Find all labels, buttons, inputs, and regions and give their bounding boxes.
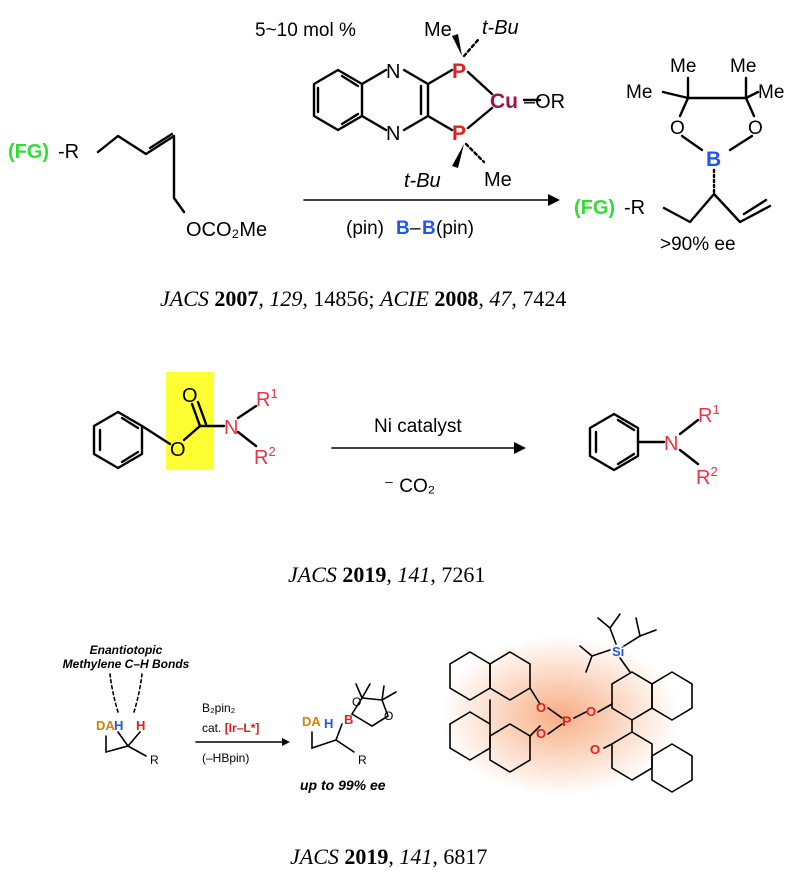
chiral-silyl-phosphite-ligand: O O P O O Si <box>440 613 693 796</box>
svg-text:O: O <box>352 695 361 709</box>
alkoxide-label: –OR <box>524 91 565 113</box>
svg-text:R: R <box>150 753 159 767</box>
aryl-amine-product: N R1 R2 <box>588 402 720 489</box>
svg-text:B: B <box>422 218 436 239</box>
svg-text:N: N <box>224 417 238 439</box>
svg-text:O: O <box>170 439 186 461</box>
svg-text:H: H <box>136 718 145 733</box>
svg-text:R1: R1 <box>256 386 278 411</box>
diboron-reagent: (pin) B – B (pin) <box>346 218 474 239</box>
reaction-arrow-1 <box>303 194 560 206</box>
svg-text:Me: Me <box>758 82 784 103</box>
methyl-label: Me <box>424 19 452 41</box>
hbpin-byproduct: (–HBpin) <box>202 751 249 765</box>
catalyst-loading: 5~10 mol % <box>255 20 356 41</box>
methylene-header: Methylene C–H Bonds <box>63 657 190 671</box>
svg-text:Me: Me <box>730 56 756 77</box>
svg-text:H: H <box>324 716 333 731</box>
enantiomeric-excess-label: up to 99% ee <box>300 777 386 793</box>
nitrogen-label: N <box>386 61 400 83</box>
svg-text:O: O <box>586 704 596 719</box>
phosphorus-label: P <box>452 60 466 83</box>
tert-butyl-label: t-Bu <box>404 170 441 192</box>
tert-butyl-label: t-Bu <box>482 17 519 39</box>
svg-text:P: P <box>562 713 571 729</box>
copper-catalyst-structure: N N P P Cu –OR Me t-Bu t-Bu Me <box>312 17 565 192</box>
svg-text:O: O <box>384 709 393 723</box>
svg-text:O: O <box>536 700 546 715</box>
svg-text:DA: DA <box>96 718 115 733</box>
methylene-substrate: DA H H R <box>96 718 159 767</box>
copper-label: Cu <box>490 90 518 113</box>
svg-text:O: O <box>182 385 198 407</box>
svg-text:B: B <box>706 148 721 171</box>
svg-text:R: R <box>358 753 367 767</box>
svg-text:O: O <box>590 742 600 757</box>
citation-line-3: JACS 2019, 141, 6817 <box>290 844 487 869</box>
svg-text:H: H <box>114 718 123 733</box>
svg-text:N: N <box>664 433 678 455</box>
r-group-label: -R <box>58 141 79 163</box>
svg-text:Me: Me <box>670 56 696 77</box>
citation-line-1: JACS 2007, 129, 14856; ACIE 2008, 47, 74… <box>160 286 566 311</box>
iridium-catalyst-label: cat. [Ir–L*] <box>202 721 259 735</box>
methyl-label: Me <box>484 169 512 191</box>
allylic-carbonate-substrate: (FG) -R OCO₂Me <box>8 132 267 241</box>
scheme-3-ch-borylation: Enantiotopic Methylene C–H Bonds DA H H … <box>63 613 693 869</box>
svg-text:R2: R2 <box>254 444 276 469</box>
reaction-arrow-2 <box>331 442 526 454</box>
svg-text:DA: DA <box>302 714 321 729</box>
svg-text:O: O <box>670 118 685 139</box>
svg-text:O: O <box>748 118 763 139</box>
svg-text:Me: Me <box>626 82 652 103</box>
svg-text:R2: R2 <box>696 464 718 489</box>
functional-group-label: (FG) <box>8 141 49 163</box>
svg-text:-R: -R <box>624 197 645 219</box>
svg-text:B: B <box>396 218 410 239</box>
svg-text:R1: R1 <box>698 402 720 427</box>
nickel-catalyst-label: Ni catalyst <box>374 416 462 437</box>
enantiotopic-header: Enantiotopic <box>90 643 163 657</box>
aryl-carbamate-substrate: O O N R1 R2 <box>92 385 278 470</box>
allylboronate-product: Me Me Me Me O O B (FG) -R >90% ee <box>574 56 784 255</box>
carbonate-leaving-group: OCO₂Me <box>186 219 267 241</box>
alkylboronate-product: DA H B O O R up to 99% ee <box>300 683 397 793</box>
svg-text:–: – <box>410 218 421 239</box>
reaction-arrow-3 <box>195 738 290 746</box>
svg-text:(pin): (pin) <box>346 218 384 239</box>
scheme-2-decarboxylative-amination: O O N R1 R2 Ni catalyst ⁻ CO₂ N R1 R2 JA… <box>92 372 720 587</box>
co2-byproduct-label: ⁻ CO₂ <box>384 476 435 497</box>
scheme-1-allylic-borylation: 5~10 mol % N N <box>8 17 784 311</box>
svg-text:(pin): (pin) <box>436 218 474 239</box>
svg-text:(FG): (FG) <box>574 197 615 219</box>
citation-line-2: JACS 2019, 141, 7261 <box>288 562 485 587</box>
nitrogen-label: N <box>386 123 400 145</box>
svg-text:O: O <box>536 726 546 741</box>
enantiomeric-excess-label: >90% ee <box>660 234 736 255</box>
b2pin2-reagent: B₂pin₂ <box>202 701 236 715</box>
phosphorus-label: P <box>452 122 466 145</box>
svg-text:Si: Si <box>612 644 624 659</box>
svg-text:B: B <box>344 712 353 727</box>
